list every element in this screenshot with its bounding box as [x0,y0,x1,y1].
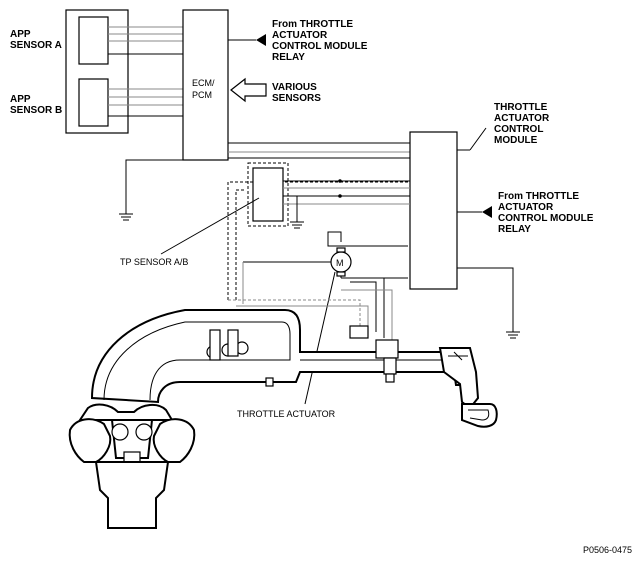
ecm-module-wires [228,142,410,159]
ground-icon [119,159,183,221]
shield-dashed-inner [235,189,246,300]
throttle-actuator-label: THROTTLE ACTUATOR [237,409,336,419]
figure-code: P0506-0475 [583,545,632,555]
app-sensor-housing [65,9,129,134]
shield-dashed-outer [227,181,410,300]
harness-to-throttle-body [228,277,393,344]
ecm-pcm-box [182,9,229,161]
relay-label-right: From THROTTLE ACTUATOR CONTROL MODULE RE… [498,191,596,235]
arrow-left-icon [482,206,492,218]
app-sensor-wires [108,26,183,117]
app-sensor-a-label: APP SENSOR A [10,29,62,51]
arrow-left-icon [256,34,266,46]
tp-sensor-box [252,167,284,222]
tp-sensor-wires [283,179,410,229]
svg-text:M: M [336,258,344,268]
intake-duct [90,309,498,428]
app-sensor-b-label: APP SENSOR B [10,94,62,116]
throttle-actuator-control-module-box [409,131,458,290]
motor-icon: M [327,231,408,279]
various-sensors-label: VARIOUS SENSORS [272,82,321,104]
throttle-module-label: THROTTLE ACTUATOR CONTROL MODULE [494,102,552,146]
ecm-pcm-label: ECM/ PCM [192,78,217,100]
ground-icon [457,267,520,339]
engine-block [68,403,196,529]
hollow-arrow-left-icon [230,77,267,103]
relay-label-top: From THROTTLE ACTUATOR CONTROL MODULE RE… [272,19,370,63]
tp-sensor-label: TP SENSOR A/B [120,257,188,267]
